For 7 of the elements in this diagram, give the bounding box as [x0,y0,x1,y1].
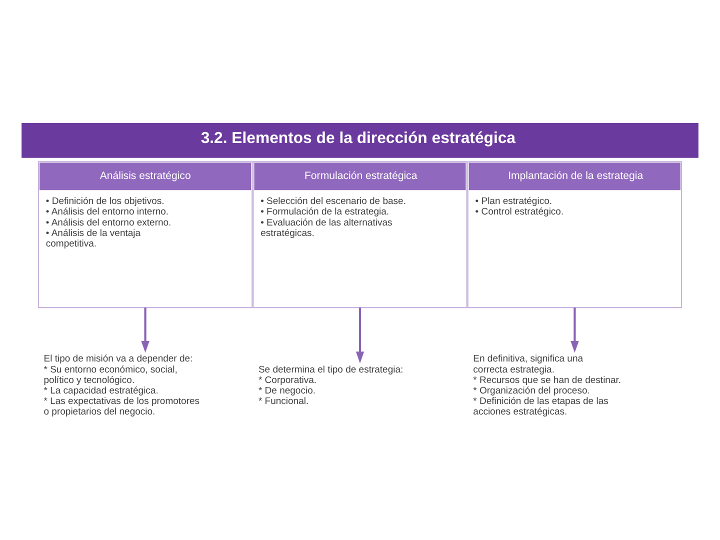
diagram-title: 3.2. Elementos de la dirección estratégica [200,130,516,148]
arrow [570,308,579,353]
arrow [141,308,150,353]
arrow [356,308,364,364]
node-text: Se determina el tipo de estrategia: * Corporativa. * De negocio. * Funcional. [258,364,404,407]
node-text: El tipo de misión va a depender de: * Su entorno económico, social, político y tecnológico. * La capacidad estratégica. * Las expectativas de los promotores o propietarios del negocio. [44,354,200,418]
node-text: En definitiva, significa una correcta estrategia. * Recursos que se han de destinar. * Organización del proceso. * Definición de las etapas de las acciones estratégicas. [473,354,622,418]
